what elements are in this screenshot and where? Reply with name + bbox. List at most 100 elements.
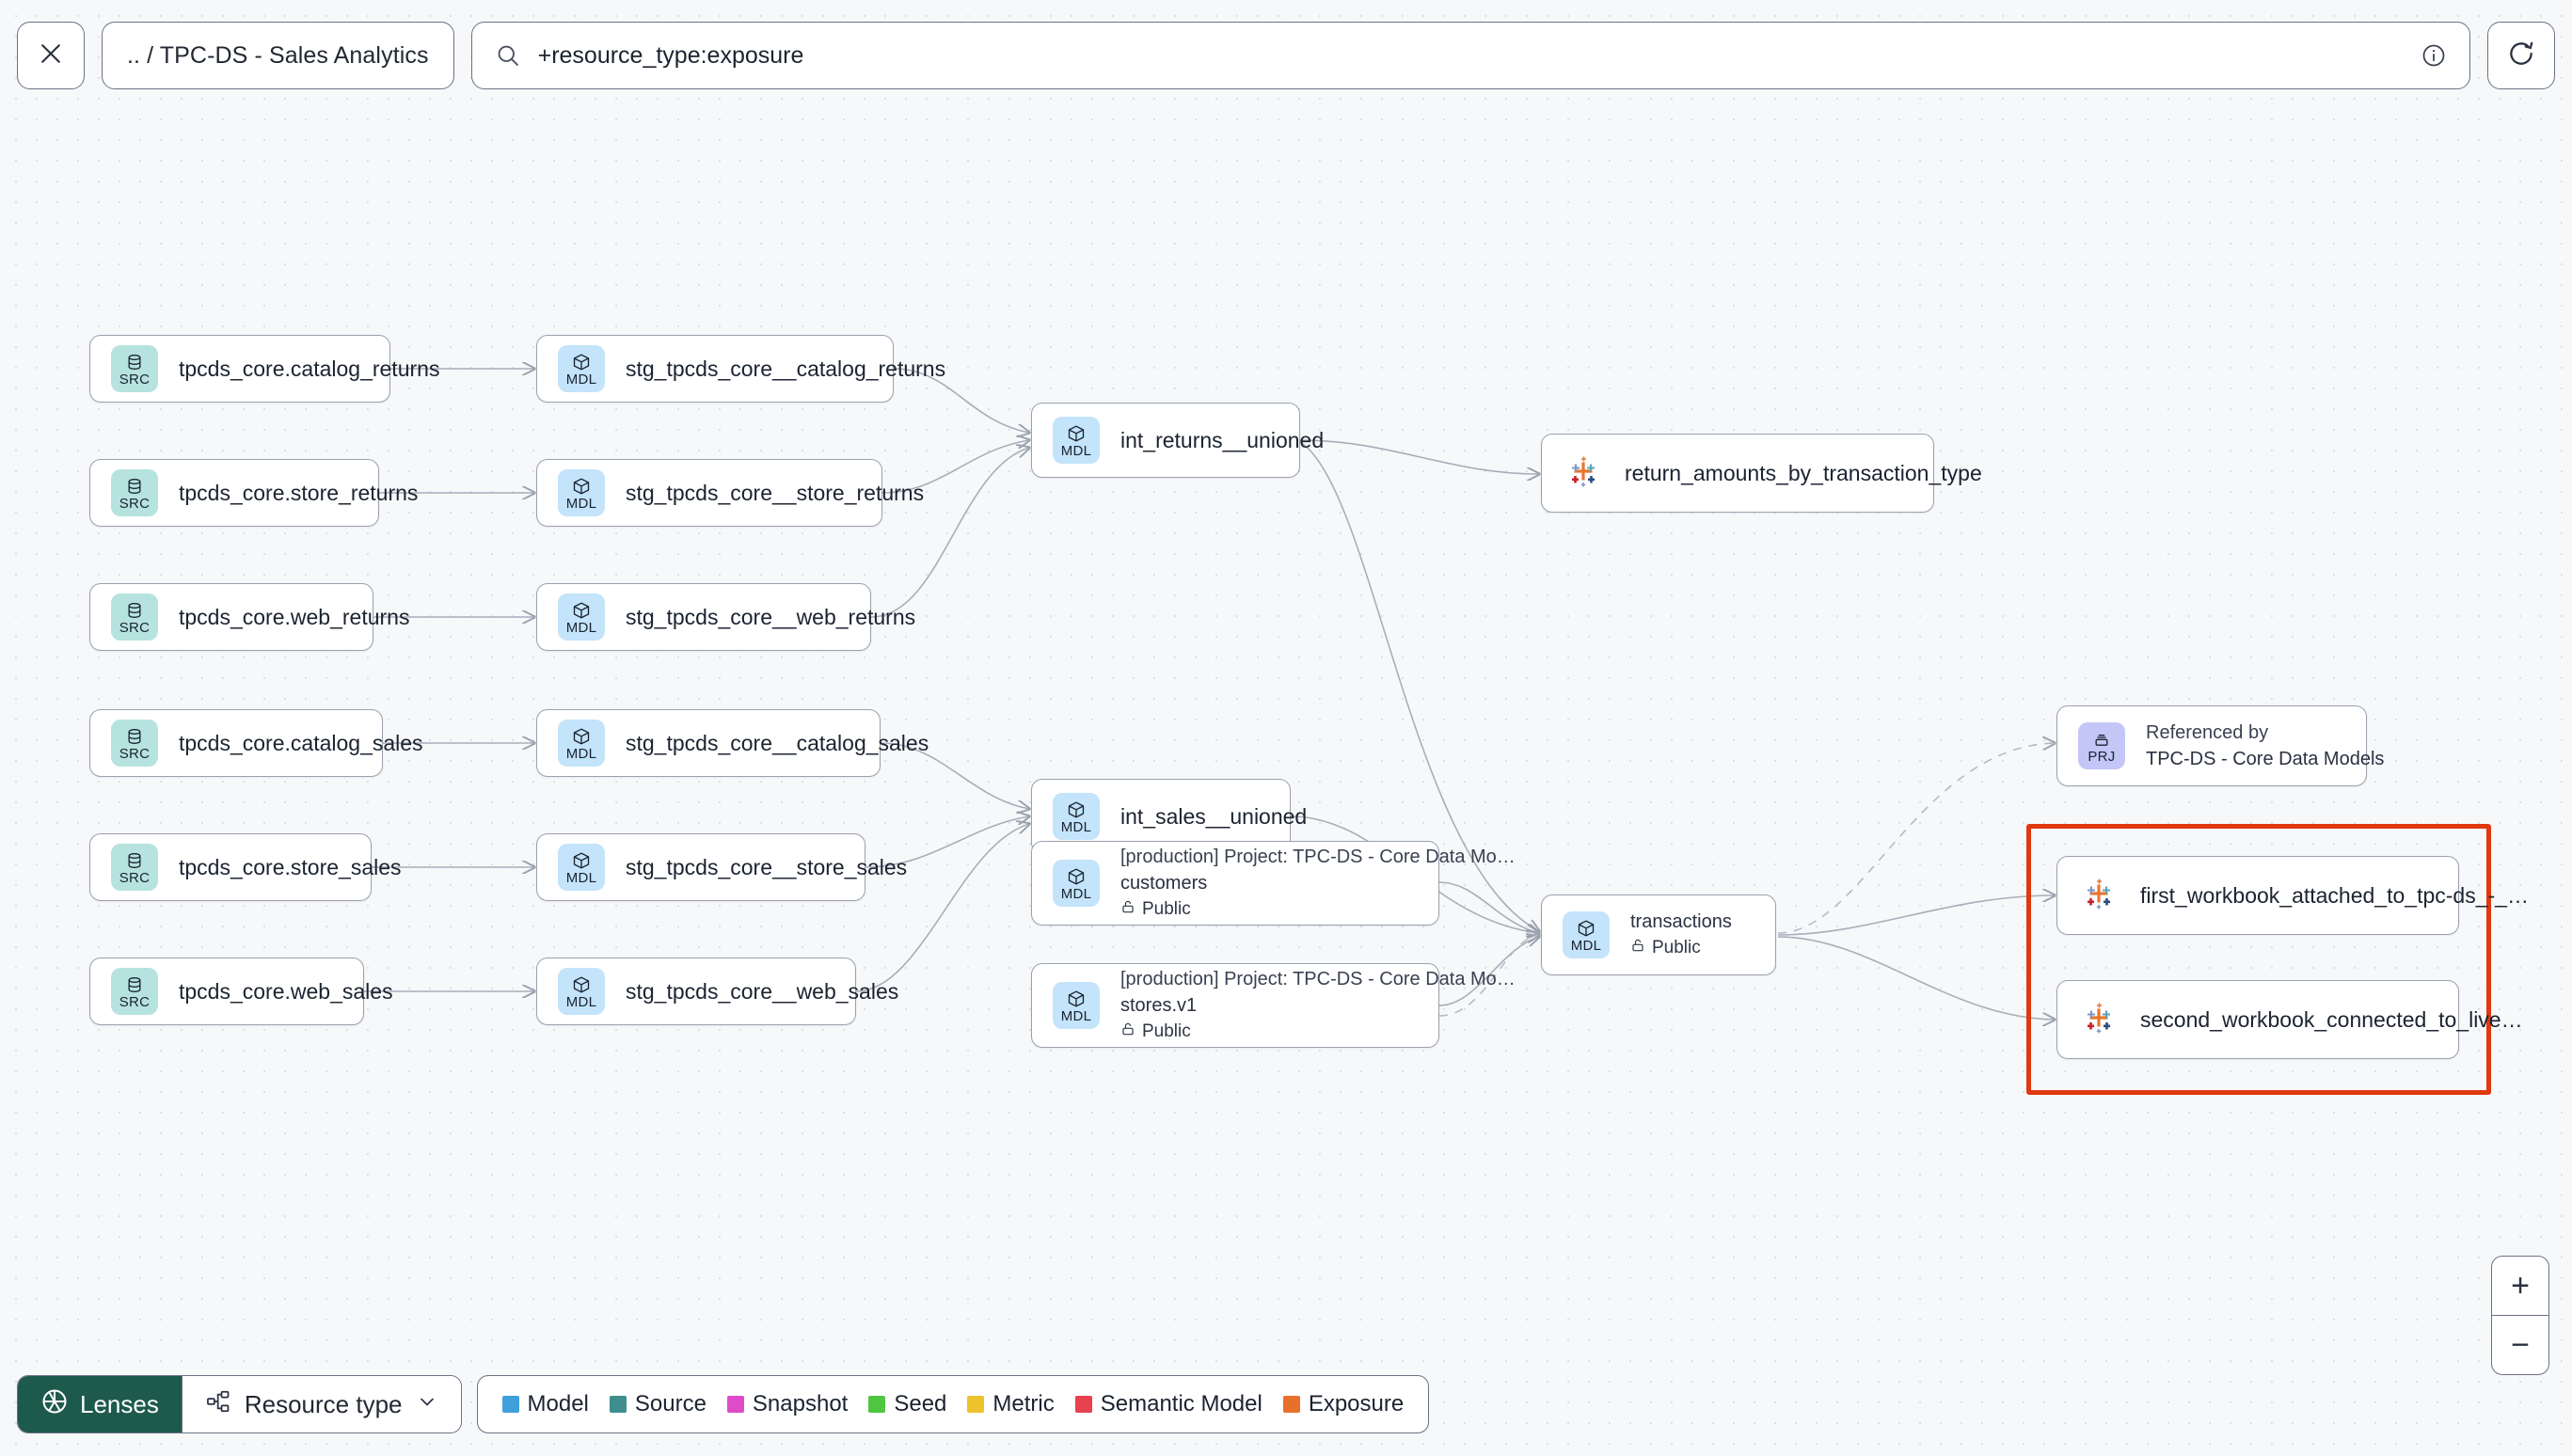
cube-icon: [1067, 866, 1086, 887]
zoom-controls: + −: [2491, 1256, 2549, 1375]
badge-code: SRC: [119, 495, 151, 512]
info-circle-icon[interactable]: [2421, 42, 2447, 69]
node-title: customers: [1120, 873, 1208, 894]
node-title: tpcds_core.store_sales: [179, 854, 402, 879]
node-access: Public: [1120, 1021, 1418, 1042]
cube-icon: [1067, 799, 1086, 820]
graph-canvas[interactable]: SRC tpcds_core.catalog_returns SRC tpcds…: [0, 111, 2572, 1456]
node-stg-web-returns[interactable]: MDL stg_tpcds_core__web_returns: [536, 583, 916, 651]
badge-code: MDL: [565, 619, 597, 636]
cube-icon: [572, 726, 591, 747]
node-reference-label: Referenced by: [2146, 721, 2269, 743]
node-int-returns-unioned[interactable]: MDL int_returns__unioned: [1031, 403, 1325, 478]
badge-code: MDL: [1060, 885, 1092, 902]
node-title: stg_tpcds_core__web_returns: [626, 604, 916, 629]
node-title: second_workbook_connected_to_live…: [2140, 1006, 2523, 1032]
cube-icon: [1067, 423, 1086, 444]
zoom-in-button[interactable]: +: [2492, 1257, 2548, 1315]
top-toolbar: .. / TPC-DS - Sales Analytics: [0, 0, 2572, 111]
node-stg-store-returns[interactable]: MDL stg_tpcds_core__store_returns: [536, 459, 924, 527]
node-stores-v1[interactable]: MDL [production] Project: TPC-DS - Core …: [1031, 963, 1516, 1048]
node-exposure-second-workbook[interactable]: second_workbook_connected_to_live…: [2056, 980, 2523, 1059]
legend-swatch: [726, 1396, 744, 1413]
source-badge: SRC: [111, 968, 158, 1015]
node-stg-catalog-returns[interactable]: MDL stg_tpcds_core__catalog_returns: [536, 335, 945, 403]
node-src-web-sales[interactable]: SRC tpcds_core.web_sales: [89, 957, 393, 1025]
model-badge: MDL: [558, 345, 605, 392]
node-customers[interactable]: MDL [production] Project: TPC-DS - Core …: [1031, 841, 1516, 926]
node-title: tpcds_core.catalog_returns: [179, 356, 440, 381]
badge-code: MDL: [565, 495, 597, 512]
tableau-icon: [2079, 874, 2119, 918]
source-badge: SRC: [111, 345, 158, 392]
node-src-web-returns[interactable]: SRC tpcds_core.web_returns: [89, 583, 410, 651]
hierarchy-icon: [205, 1388, 231, 1421]
badge-code: MDL: [1060, 1007, 1092, 1024]
node-src-catalog-returns[interactable]: SRC tpcds_core.catalog_returns: [89, 335, 440, 403]
badge-code: MDL: [565, 745, 597, 762]
search-bar[interactable]: [470, 22, 2470, 89]
lenses-label: Lenses: [80, 1389, 159, 1418]
node-transactions[interactable]: MDL transactions Public: [1541, 894, 1776, 975]
cube-icon: [572, 600, 591, 621]
breadcrumb[interactable]: .. / TPC-DS - Sales Analytics: [102, 22, 454, 89]
node-title: tpcds_core.catalog_sales: [179, 730, 423, 755]
model-badge: MDL: [1053, 793, 1100, 840]
resource-type-legend: Model Source Snapshot Seed Metric Semant…: [476, 1375, 1430, 1433]
node-src-store-sales[interactable]: SRC tpcds_core.store_sales: [89, 833, 402, 901]
source-badge: SRC: [111, 844, 158, 891]
model-badge: MDL: [1053, 982, 1100, 1029]
node-project-label: [production] Project: TPC-DS - Core Data…: [1120, 847, 1516, 867]
node-stg-web-sales[interactable]: MDL stg_tpcds_core__web_sales: [536, 957, 898, 1025]
badge-code: MDL: [1060, 442, 1092, 459]
node-title: return_amounts_by_transaction_type: [1625, 460, 1982, 485]
lenses-segmented-control: Lenses Resource type: [17, 1375, 462, 1433]
source-badge: SRC: [111, 593, 158, 641]
node-title: int_returns__unioned: [1120, 427, 1325, 452]
legend-label: Metric: [992, 1391, 1055, 1416]
minus-icon: −: [2511, 1326, 2530, 1363]
database-icon: [125, 726, 144, 747]
legend-item-snapshot: Snapshot: [726, 1391, 848, 1417]
project-badge: PRJ: [2078, 722, 2125, 769]
node-exposure-return-amounts[interactable]: return_amounts_by_transaction_type: [1541, 434, 1982, 513]
unlock-icon: [1120, 899, 1135, 920]
cube-icon: [1577, 918, 1596, 939]
node-title: tpcds_core.store_returns: [179, 480, 419, 505]
database-icon: [125, 352, 144, 372]
legend-label: Exposure: [1308, 1391, 1405, 1416]
node-stg-catalog-sales[interactable]: MDL stg_tpcds_core__catalog_sales: [536, 709, 929, 777]
node-exposure-first-workbook[interactable]: first_workbook_attached_to_tpc-ds_-_…: [2056, 856, 2529, 935]
cube-icon: [572, 476, 591, 497]
legend-label: Model: [527, 1391, 589, 1416]
cube-icon: [572, 352, 591, 372]
lenses-button[interactable]: Lenses: [18, 1376, 182, 1432]
resource-type-dropdown[interactable]: Resource type: [181, 1376, 461, 1432]
search-input[interactable]: [537, 41, 2409, 70]
unlock-icon: [1120, 1021, 1135, 1042]
legend-swatch: [1282, 1396, 1300, 1413]
layers-icon: [2092, 729, 2111, 750]
node-src-catalog-sales[interactable]: SRC tpcds_core.catalog_sales: [89, 709, 423, 777]
legend-swatch: [868, 1396, 886, 1413]
legend-item-seed: Seed: [868, 1391, 946, 1417]
node-title: first_workbook_attached_to_tpc-ds_-_…: [2140, 882, 2529, 908]
node-title: tpcds_core.web_returns: [179, 604, 410, 629]
search-icon: [495, 42, 521, 69]
close-button[interactable]: [17, 22, 85, 89]
badge-code: MDL: [565, 869, 597, 886]
source-badge: SRC: [111, 720, 158, 767]
database-icon: [125, 974, 144, 995]
exposure-badge: [2078, 999, 2120, 1040]
node-title: TPC-DS - Core Data Models: [2146, 748, 2385, 769]
chevron-down-icon: [416, 1390, 438, 1419]
node-title: stores.v1: [1120, 995, 1198, 1016]
source-badge: SRC: [111, 469, 158, 516]
node-src-store-returns[interactable]: SRC tpcds_core.store_returns: [89, 459, 419, 527]
zoom-out-button[interactable]: −: [2492, 1316, 2548, 1374]
node-project-core-data-models[interactable]: PRJ Referenced by TPC-DS - Core Data Mod…: [2056, 705, 2385, 786]
refresh-button[interactable]: [2487, 22, 2555, 89]
node-stg-store-sales[interactable]: MDL stg_tpcds_core__store_sales: [536, 833, 907, 901]
legend-label: Seed: [894, 1391, 947, 1416]
